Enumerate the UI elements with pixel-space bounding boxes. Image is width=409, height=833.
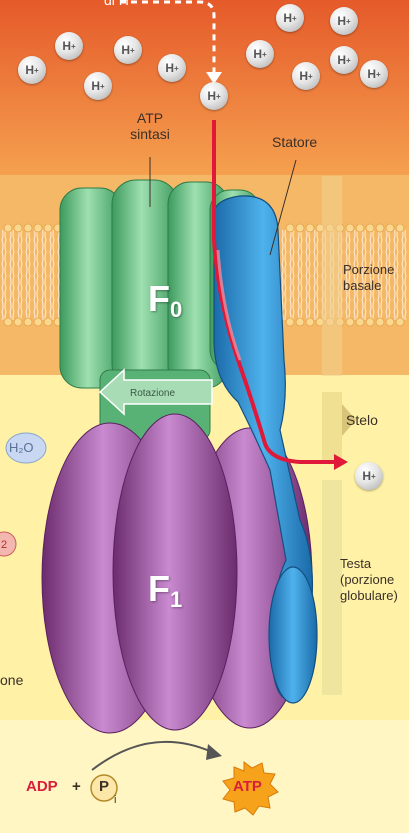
rotation-label: Rotazione <box>130 386 175 402</box>
stator-label: Statore <box>272 134 317 150</box>
proton-ion: H+ <box>246 40 274 68</box>
f1-label: F1 <box>148 568 182 613</box>
basal-portion-label-line1: Porzione <box>343 262 394 278</box>
plus-sign: + <box>72 779 81 795</box>
proton-ion: H+ <box>330 7 358 35</box>
phosphate-label: P <box>99 779 109 795</box>
proton-ion: H+ <box>18 56 46 84</box>
adp-label: ADP <box>26 779 58 795</box>
basal-bracket <box>322 176 342 376</box>
proton-ion: H+ <box>55 32 83 60</box>
proton-ion: H+ <box>84 72 112 100</box>
proton-ion: H+ <box>200 82 228 110</box>
proton-ion: H+ <box>292 62 320 90</box>
atp-label: ATP <box>233 779 262 795</box>
f0-label: F0 <box>148 278 182 323</box>
head-label-line2: (porzione <box>340 572 398 588</box>
head-label-line1: Testa <box>340 556 398 572</box>
proton-ion: H+ <box>360 60 388 88</box>
left-cut-label: one <box>0 672 23 688</box>
stalk-bracket <box>322 392 342 462</box>
proton-ion-exit: H+ <box>355 462 383 490</box>
atp-synthase-label-line1: ATP <box>118 110 182 126</box>
oxygen-fragment-label: 2 <box>1 537 7 553</box>
head-bracket <box>322 480 342 695</box>
proton-ion: H+ <box>114 36 142 64</box>
basal-portion-label: Porzione basale <box>343 262 394 294</box>
water-label: H₂O <box>9 440 34 456</box>
top-cut-label: di H <box>104 0 129 8</box>
head-label-line3: globulare) <box>340 588 398 604</box>
atp-synthase-label: ATP sintasi <box>118 110 182 142</box>
stalk-label: Stelo <box>346 412 378 428</box>
phosphate-subscript: i <box>114 792 116 808</box>
basal-portion-label-line2: basale <box>343 278 394 294</box>
head-label: Testa (porzione globulare) <box>340 556 398 604</box>
proton-ion: H+ <box>276 4 304 32</box>
atp-synthase-label-line2: sintasi <box>118 126 182 142</box>
matrix-bottom <box>0 720 409 833</box>
proton-ion: H+ <box>330 46 358 74</box>
proton-ion: H+ <box>158 54 186 82</box>
